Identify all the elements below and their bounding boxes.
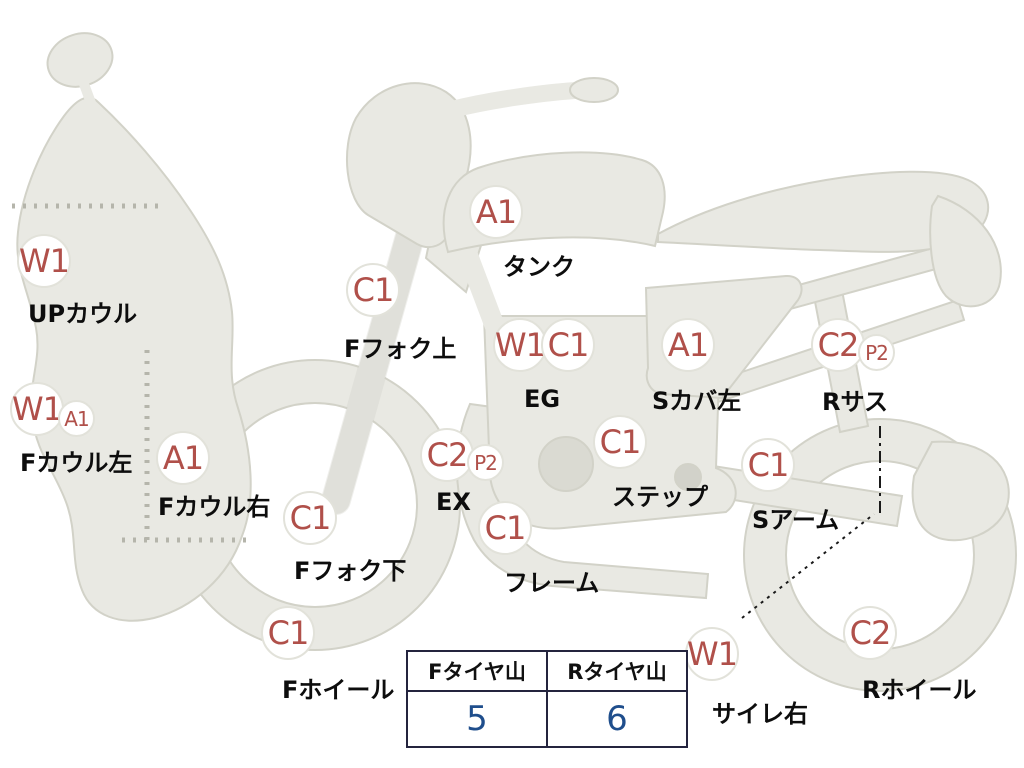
seat-shape bbox=[657, 170, 990, 253]
label-engine: EG bbox=[524, 385, 561, 413]
silencer-leader-lines bbox=[741, 426, 881, 619]
frame-downtube-shape bbox=[456, 240, 510, 350]
label-step: ステップ bbox=[612, 483, 708, 511]
handlebar-shape bbox=[441, 81, 593, 119]
marker-silencer-grade: W1 bbox=[685, 627, 739, 681]
label-f-cowl-right: Fカウル右 bbox=[158, 493, 271, 521]
tail-cowl-shape bbox=[929, 194, 1002, 308]
rear-fender-shape bbox=[911, 440, 1010, 542]
marker-swing-arm-grade: C1 bbox=[741, 438, 795, 492]
marker-r-wheel-grade: C2 bbox=[843, 606, 897, 660]
f-tire-value: 5 bbox=[406, 690, 548, 748]
label-up-cowl: UPカウル bbox=[28, 300, 138, 328]
marker-engine-grade2: C1 bbox=[541, 318, 595, 372]
marker-side-cover-grade: A1 bbox=[661, 318, 715, 372]
front-cowl-shape bbox=[16, 96, 252, 622]
handlebar-grip-shape bbox=[569, 77, 619, 103]
f-tire-header: Fタイヤ山 bbox=[406, 650, 548, 692]
label-f-fork-lower: Fフォク下 bbox=[294, 557, 407, 585]
marker-step-grade: C1 bbox=[593, 415, 647, 469]
marker-f-cowl-right-grade: A1 bbox=[156, 431, 210, 485]
tire-tread-table: Fタイヤ山 Rタイヤ山 5 6 bbox=[406, 650, 688, 748]
marker-exhaust-grade: C2 bbox=[420, 428, 474, 482]
label-silencer: サイレ右 bbox=[712, 700, 808, 728]
label-r-sus: Rサス bbox=[822, 388, 889, 416]
marker-f-cowl-left-grade: W1 bbox=[10, 382, 64, 436]
marker-f-fork-lower-grade: C1 bbox=[283, 491, 337, 545]
marker-up-cowl-grade: W1 bbox=[17, 234, 71, 288]
crankcase-shape bbox=[538, 436, 594, 492]
r-tire-header: Rタイヤ山 bbox=[546, 650, 688, 692]
label-side-cover: Sカバ左 bbox=[652, 387, 742, 415]
marker-f-fork-upper-grade: C1 bbox=[346, 263, 400, 317]
label-tank: タンク bbox=[503, 253, 575, 281]
panel-seam-lines bbox=[12, 203, 246, 543]
marker-f-cowl-left-sub: A1 bbox=[58, 400, 95, 437]
label-swing-arm: Sアーム bbox=[752, 506, 840, 534]
marker-engine-grade: W1 bbox=[493, 318, 547, 372]
mirror-stalk-shape bbox=[79, 79, 103, 127]
r-tire-value: 6 bbox=[546, 690, 688, 748]
label-r-wheel: Rホイール bbox=[862, 676, 977, 704]
label-f-fork-upper: Fフォク上 bbox=[344, 335, 457, 363]
marker-exhaust-sub: P2 bbox=[467, 444, 504, 481]
marker-r-sus-sub: P2 bbox=[858, 334, 895, 371]
marker-f-wheel-grade: C1 bbox=[261, 606, 315, 660]
label-frame: フレーム bbox=[504, 569, 600, 597]
marker-tank-grade: A1 bbox=[469, 185, 523, 239]
step-shape bbox=[674, 463, 702, 491]
marker-frame-grade: C1 bbox=[478, 501, 532, 555]
label-exhaust: EX bbox=[436, 488, 471, 516]
label-f-wheel: Fホイール bbox=[282, 676, 395, 704]
marker-r-sus-grade: C2 bbox=[811, 318, 865, 372]
label-f-cowl-left: Fカウル左 bbox=[20, 449, 133, 477]
